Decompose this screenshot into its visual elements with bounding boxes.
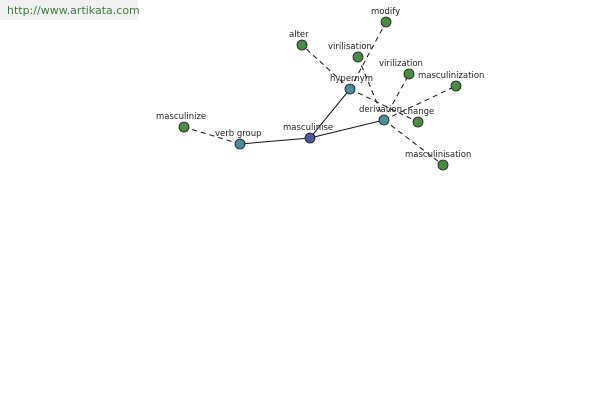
label-change: change [403,107,434,117]
node-masculinize[interactable] [178,121,190,133]
edge-derivation-virilisation [357,56,385,121]
node-modify[interactable] [380,16,392,28]
label-virilisation: virilisation [328,42,372,52]
label-masculinization: masculinization [418,71,484,81]
label-masculinise: masculinise [283,123,333,133]
node-masculinisation[interactable] [437,159,449,171]
edge-masculinise-derivation [309,119,385,139]
node-derivation[interactable] [378,114,390,126]
label-verb-group: verb group [215,129,262,139]
watermark-text: http://www.artikata.com [7,4,140,17]
edge-verb-group-masculinize [183,126,241,145]
label-masculinisation: masculinisation [405,150,471,160]
edge-hypernym-modify [349,21,387,90]
watermark: http://www.artikata.com [0,0,140,20]
label-modify: modify [371,7,400,17]
node-change[interactable] [412,116,424,128]
label-derivation: derivation [359,105,402,115]
label-virilization: virilization [379,59,423,69]
edge-hypernym-alter [301,44,351,90]
edge-derivation-masculinization [383,85,457,121]
label-alter: alter [289,30,309,40]
node-alter[interactable] [296,39,308,51]
label-hypernym: hypernym [330,74,373,84]
edge-hypernym-change [349,88,419,123]
edge-masculinise-verb-group [239,137,311,145]
label-masculinize: masculinize [156,112,206,122]
node-verb-group[interactable] [234,138,246,150]
node-virilisation[interactable] [352,51,364,63]
node-virilization[interactable] [403,68,415,80]
node-masculinization[interactable] [450,80,462,92]
edge-derivation-masculinisation [383,119,444,166]
edge-masculinise-hypernym [309,88,351,139]
node-hypernym[interactable] [344,83,356,95]
node-masculinise[interactable] [304,132,316,144]
